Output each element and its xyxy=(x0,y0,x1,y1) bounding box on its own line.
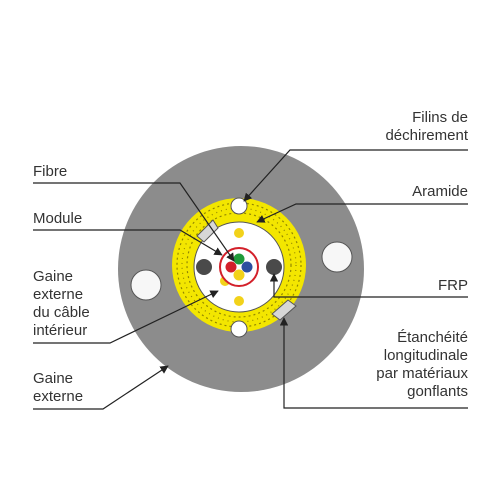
leader-filins xyxy=(243,149,468,202)
leader-gaine-ext xyxy=(33,365,169,410)
frp-rod-left xyxy=(196,259,212,275)
label-filins-1: Filins de xyxy=(412,109,468,126)
label-module: Module xyxy=(33,210,82,227)
jacket-element-left xyxy=(130,269,162,301)
leader-aramide xyxy=(256,203,468,223)
label-gaine-ext-2: externe xyxy=(33,388,83,405)
leader-gaine-int xyxy=(33,290,219,344)
fiber-green xyxy=(233,253,245,265)
fiber-blue xyxy=(241,261,253,273)
ripcord-bottom xyxy=(230,320,248,338)
leader-module xyxy=(33,229,223,256)
water-swell-left xyxy=(196,219,219,243)
label-etanch-2: longitudinale xyxy=(384,347,468,364)
leader-fibre xyxy=(33,182,235,262)
labels: Filins de déchirement Aramide FRP Étanch… xyxy=(33,109,469,405)
label-etanch-4: gonflants xyxy=(407,383,468,400)
label-gaine-int-2: externe xyxy=(33,286,83,303)
label-frp: FRP xyxy=(438,277,468,294)
label-etanch-1: Étanchéité xyxy=(397,329,468,346)
jacket-element-right xyxy=(321,241,353,273)
fiber-yellow xyxy=(233,269,245,281)
leader-lines xyxy=(33,149,468,410)
label-aramide: Aramide xyxy=(412,183,468,200)
label-gaine-int-4: intérieur xyxy=(33,322,87,339)
label-etanch-3: par matériaux xyxy=(376,365,468,382)
label-gaine-int-3: du câble xyxy=(33,304,90,321)
label-gaine-int-1: Gaine xyxy=(33,268,73,285)
water-swell-right xyxy=(271,299,297,321)
label-gaine-ext-1: Gaine xyxy=(33,370,73,387)
leader-etanch xyxy=(279,317,468,409)
ripcord-top xyxy=(230,197,248,215)
frp-rod-right xyxy=(266,259,282,275)
leader-frp xyxy=(269,273,468,298)
label-filins-2: déchirement xyxy=(385,127,468,144)
inner-aramid-dots xyxy=(220,228,244,306)
fiber-red xyxy=(225,261,237,273)
label-fibre: Fibre xyxy=(33,163,67,180)
